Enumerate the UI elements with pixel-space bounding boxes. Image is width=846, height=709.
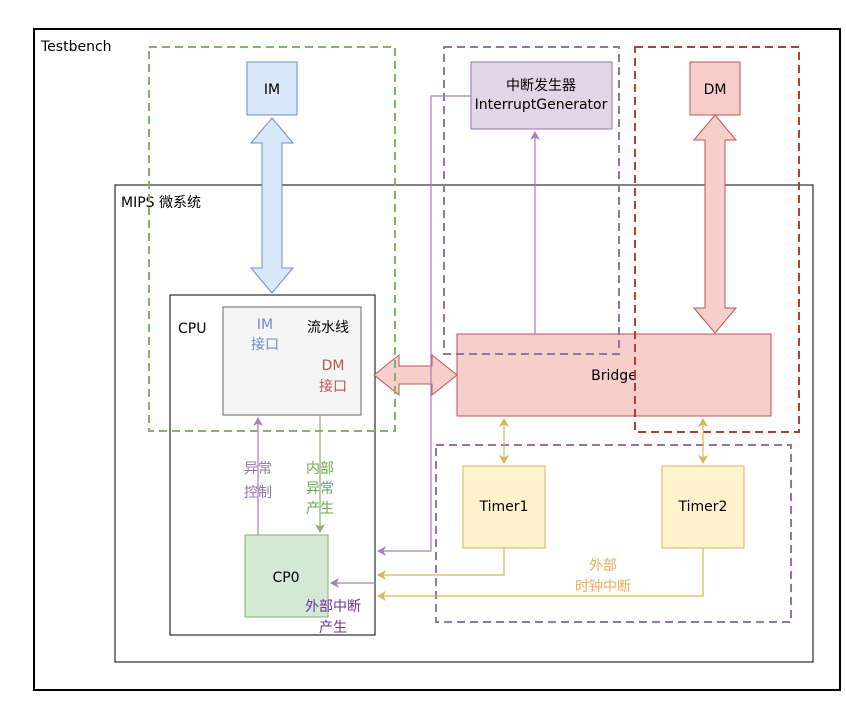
cpu-frame	[169, 294, 376, 636]
timer1-interrupt-line	[377, 548, 505, 580]
im-region-dashed	[148, 46, 396, 432]
testbench-label: Testbench	[40, 39, 112, 55]
timer2-interrupt-line	[377, 548, 704, 601]
dm-region-dashed	[634, 46, 800, 433]
exception-control-label-1: 异常	[244, 461, 272, 477]
interrupt-generator-label-en: InterruptGenerator	[475, 97, 608, 113]
internal-exception-label-1: 内部	[306, 461, 334, 477]
timer-region-dashed	[435, 444, 792, 623]
cp0-block	[244, 534, 329, 618]
timer2-label: Timer2	[678, 499, 728, 515]
internal-exception-label-3: 产生	[306, 501, 334, 517]
pipeline-block	[222, 306, 362, 416]
internal-exception-label-2: 异常	[306, 481, 334, 497]
timer1-block	[462, 465, 546, 549]
im-interface-label-1: IM	[257, 317, 273, 333]
mips-frame	[114, 184, 814, 663]
external-irq-label-2: 产生	[319, 620, 347, 636]
cpu-bridge-bus-arrow	[373, 353, 458, 397]
interrupt-generator-block	[470, 61, 613, 130]
external-irq-label-1: 外部中断	[305, 599, 361, 615]
external-clock-irq-label-2: 时钟中断	[575, 578, 631, 595]
external-clock-irq-label-1: 外部	[589, 558, 617, 574]
dm-bus-arrow	[692, 114, 738, 334]
exception-control-label-2: 控制	[244, 485, 272, 501]
interrupt-region-dashed	[443, 46, 620, 355]
bridge-label: Bridge	[591, 368, 637, 384]
im-label: IM	[264, 82, 280, 98]
cpu-label: CPU	[178, 321, 206, 337]
dm-interface-label-1: DM	[322, 358, 345, 374]
im-bus-arrow	[249, 117, 295, 294]
cp0-label: CP0	[272, 570, 299, 586]
ig-interrupt-line	[377, 95, 471, 556]
testbench-frame	[33, 28, 841, 691]
timer1-label: Timer1	[479, 499, 529, 515]
interrupt-generator-label-cn: 中断发生器	[506, 78, 576, 94]
timer2-block	[661, 465, 745, 549]
im-interface-label-2: 接口	[251, 336, 279, 353]
mips-label: MIPS 微系统	[121, 195, 201, 211]
pipeline-label: 流水线	[307, 320, 349, 336]
bridge-block	[456, 333, 772, 417]
dm-block	[689, 61, 741, 116]
dm-label: DM	[704, 82, 727, 98]
dm-interface-label-2: 接口	[319, 378, 347, 395]
im-block	[246, 61, 298, 116]
